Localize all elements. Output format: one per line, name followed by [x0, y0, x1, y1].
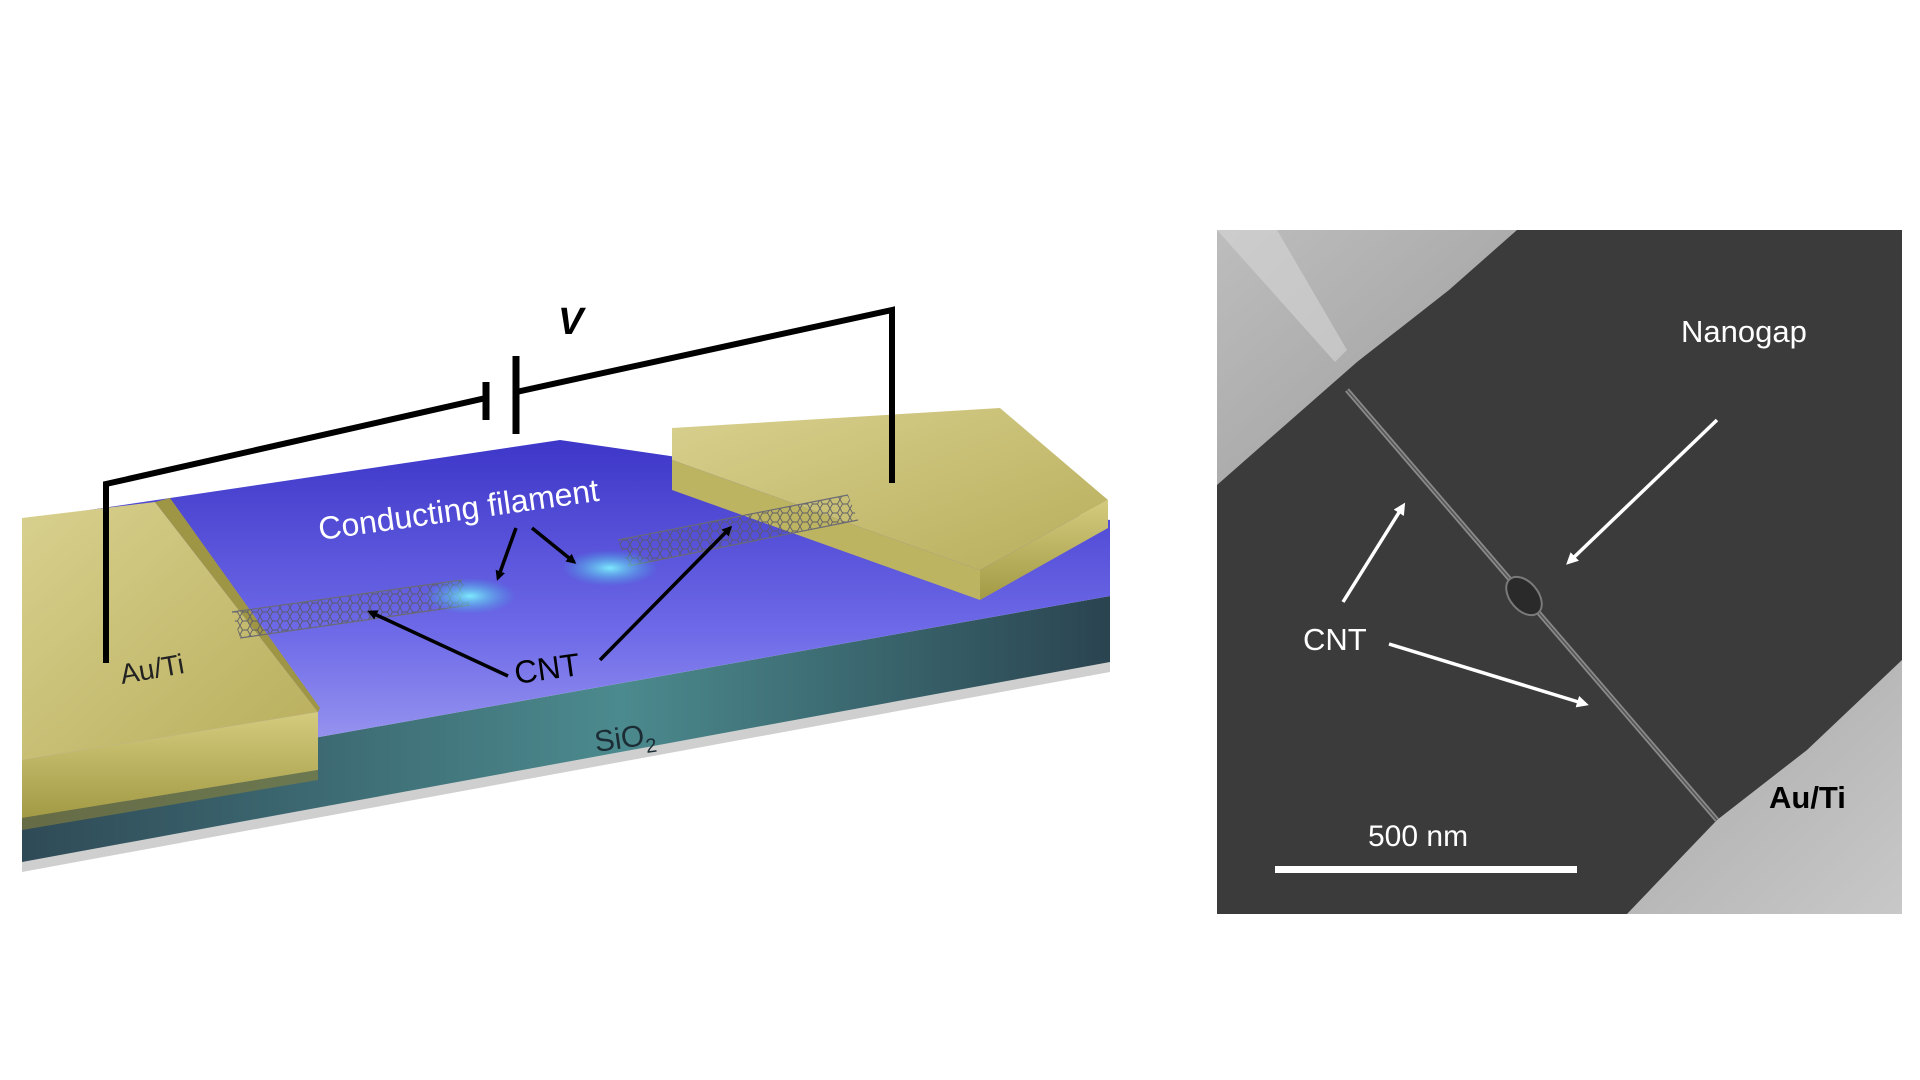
sem-electrode-bottom-right [1627, 660, 1902, 914]
sem-electrode-label: Au/Ti [1769, 780, 1846, 815]
voltage-label: V [558, 301, 586, 343]
cnt-left [231, 579, 471, 639]
sem-image: Nanogap CNT Au/Ti 500 nm [1217, 230, 1902, 914]
sem-nanogap [1505, 575, 1543, 617]
sem-cnt-label: CNT [1303, 622, 1367, 657]
nanogap-label: Nanogap [1681, 314, 1807, 349]
right-electrode [672, 408, 1108, 600]
substrate-side [22, 596, 1110, 862]
left-electrode [22, 498, 320, 830]
scale-bar [1275, 866, 1577, 873]
circuit-wire [103, 306, 895, 663]
substrate-label: SiO2 [592, 718, 658, 765]
filament-right [562, 550, 658, 586]
filament-left [424, 578, 516, 614]
device-schematic: V Conducting filament CNT Au/Ti SiO2 [22, 301, 1110, 872]
sem-annotation-arrows [1341, 418, 1719, 708]
substrate-bottom-layer [22, 660, 1110, 872]
scale-bar-label: 500 nm [1368, 820, 1468, 853]
annotation-arrows [367, 525, 733, 678]
cnt-right [617, 494, 859, 567]
